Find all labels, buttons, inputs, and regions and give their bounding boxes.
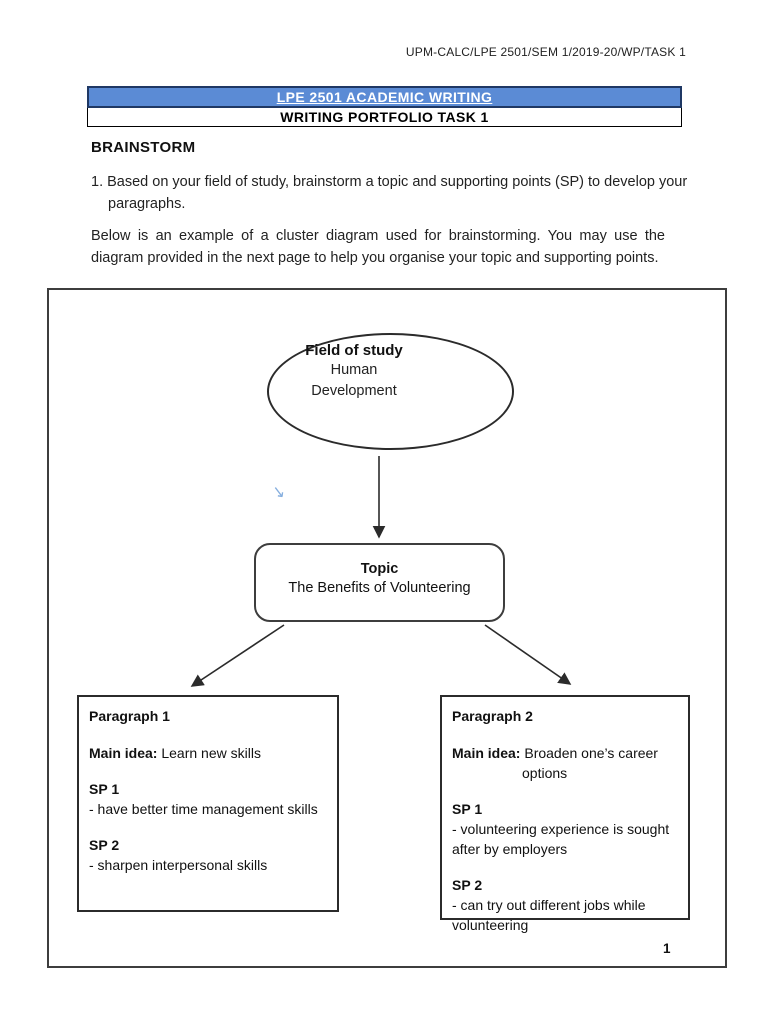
paragraph2-sp2: SP 2 - can try out different jobs while …: [452, 875, 678, 935]
paragraph1-main-idea-text: Learn new skills: [161, 745, 261, 761]
banner-course-title: LPE 2501 ACADEMIC WRITING: [276, 89, 493, 105]
field-of-study-value-line2: Development: [311, 383, 397, 399]
topic-node: Topic The Benefits of Volunteering: [254, 543, 505, 622]
paragraph2-sp1-label: SP 1: [452, 801, 483, 817]
paragraph2-sp2-text: - can try out different jobs while volun…: [452, 897, 646, 933]
section-heading: BRAINSTORM: [91, 139, 196, 156]
cluster-diagram-frame: Field of study Human Development Topic T…: [47, 288, 727, 968]
paragraph2-box: Paragraph 2 Main idea: Broaden one’s car…: [440, 695, 690, 933]
paragraph2-sp2-label: SP 2: [452, 877, 483, 893]
topic-value: The Benefits of Volunteering: [288, 580, 471, 596]
instruction-note: Below is an example of a cluster diagram…: [91, 228, 665, 266]
paragraph1-box: Paragraph 1 Main idea: Learn new skills …: [77, 695, 339, 912]
arrow-topic-to-paragraph1: [190, 624, 285, 687]
paragraph2-main-idea: Main idea: Broaden one’s career options: [452, 743, 678, 783]
paragraph2-main-idea-text: Broaden one’s career options: [522, 745, 658, 781]
paragraph1-sp1-label: SP 1: [89, 781, 120, 797]
field-of-study-label: Field of study: [305, 342, 403, 359]
banner-task-title-row: WRITING PORTFOLIO TASK 1: [87, 108, 682, 127]
paragraph1-sp2-text: - sharpen interpersonal skills: [89, 857, 268, 873]
paragraph2-sp1: SP 1 - volunteering experience is sought…: [452, 799, 678, 859]
field-of-study-ellipse: [267, 333, 514, 450]
paragraph2-title: Paragraph 2: [452, 708, 533, 724]
paragraph1-main-idea-label: Main idea:: [89, 745, 158, 761]
paragraph1-sp1: SP 1 - have better time management skill…: [89, 779, 327, 819]
field-of-study-text: Field of study Human Development: [274, 342, 434, 401]
paragraph1-main-idea: Main idea: Learn new skills: [89, 743, 327, 763]
paragraph1-sp2: SP 2 - sharpen interpersonal skills: [89, 835, 327, 875]
title-banner-table: LPE 2501 ACADEMIC WRITING WRITING PORTFO…: [87, 86, 682, 127]
arrow-topic-to-paragraph2: [484, 624, 572, 685]
paragraph1-title: Paragraph 1: [89, 708, 170, 724]
paragraph1-sp2-label: SP 2: [89, 837, 120, 853]
page-number: 1: [663, 941, 671, 956]
paragraph1-sp1-text: - have better time management skills: [89, 801, 318, 817]
instruction-item-1: 1. Based on your field of study, brainst…: [91, 174, 688, 212]
paragraph2-sp1-text: - volunteering experience is sought afte…: [452, 821, 670, 857]
paragraph2-main-idea-label: Main idea:: [452, 745, 521, 761]
banner-task-title: WRITING PORTFOLIO TASK 1: [280, 109, 489, 125]
topic-label: Topic: [360, 561, 399, 577]
document-header-code: UPM-CALC/LPE 2501/SEM 1/2019-20/WP/TASK …: [405, 45, 686, 59]
field-of-study-value-line1: Human: [330, 362, 378, 378]
mouse-cursor-icon: ↘: [270, 483, 287, 502]
banner-course-title-row: LPE 2501 ACADEMIC WRITING: [87, 86, 682, 108]
